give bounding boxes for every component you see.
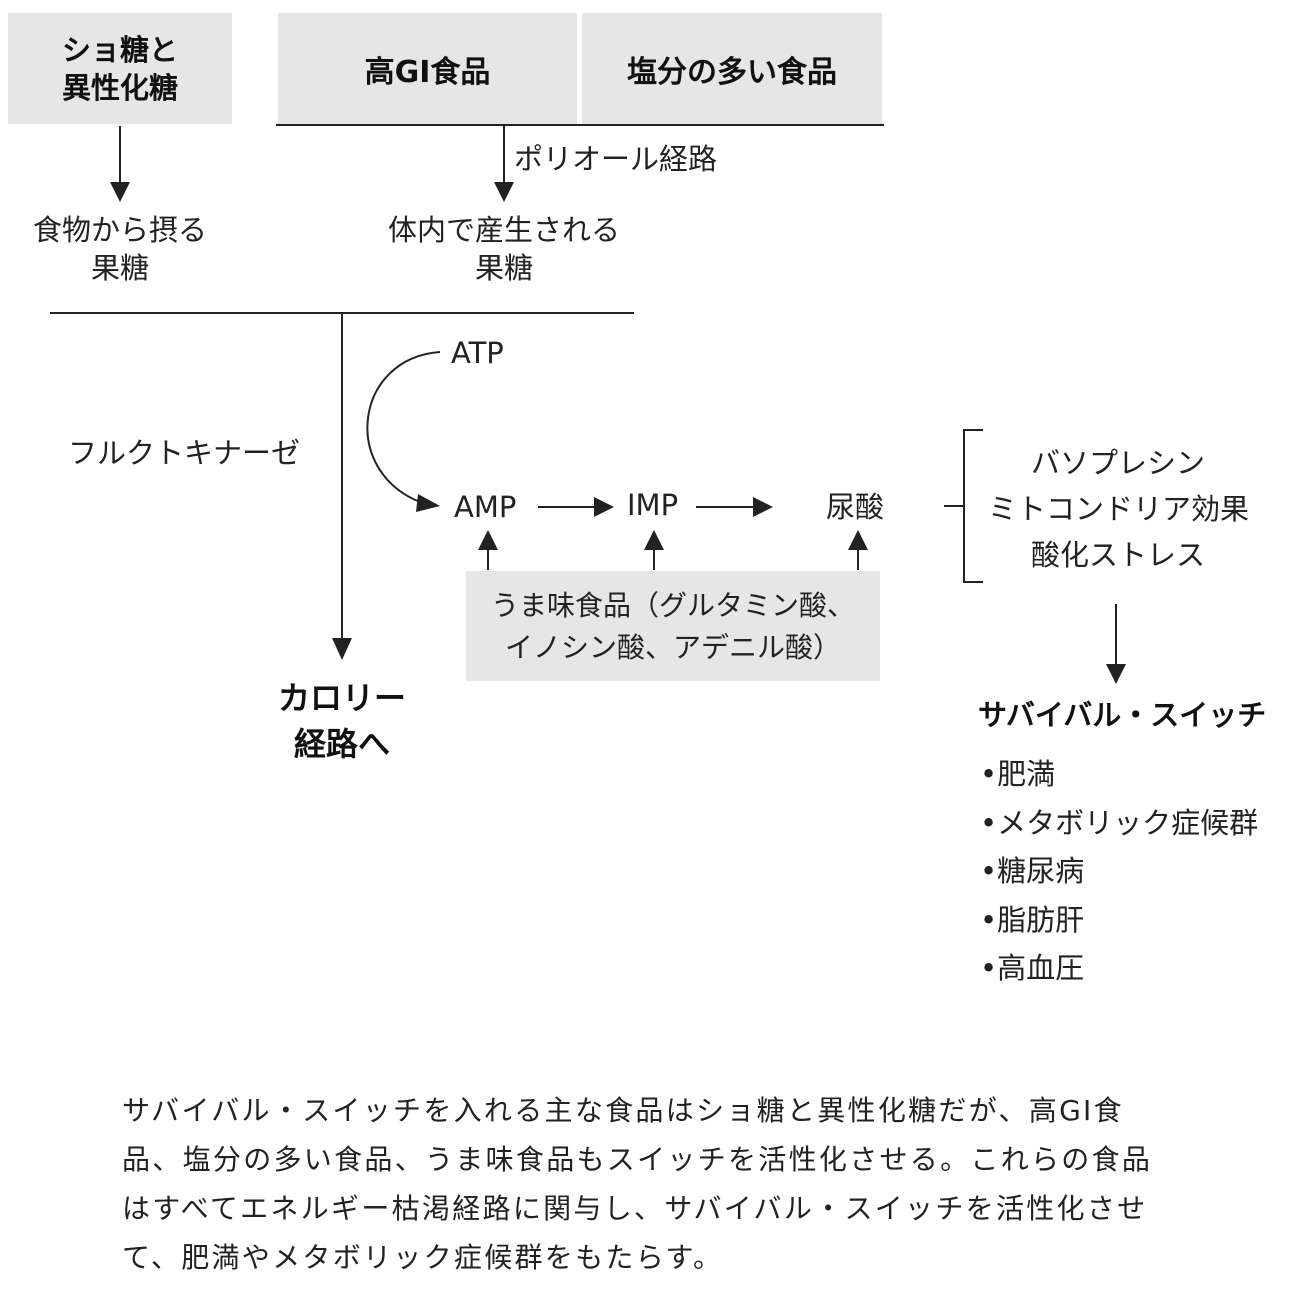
fructokinase-label: フルクトキナーゼ — [68, 436, 301, 470]
dietary-fructose-label: 食物から摂る 果糖 — [32, 213, 207, 285]
survival-item-diabetes: •糖尿病 — [980, 854, 1085, 888]
arrow-atp-to-amp — [366, 351, 441, 503]
atp-label: ATP — [451, 336, 504, 370]
survival-effects-list: •肥満 •メタボリック症候群 •糖尿病 •脂肪肝 •高血圧 — [980, 750, 1258, 993]
sucrose-hfcs-box: ショ糖と 異性化糖 — [8, 13, 232, 124]
figure-caption: サバイバル・スイッチを入れる主な食品はショ糖と異性化糖だが、高GI食品、塩分の多… — [122, 1094, 1153, 1274]
effect-mitochondria: ミトコンドリア効果 — [988, 492, 1250, 526]
survival-item-obesity: •肥満 — [980, 757, 1056, 791]
calorie-pathway-label: カロリー 経路へ — [277, 679, 406, 763]
salty-food-box: 塩分の多い食品 — [582, 13, 882, 124]
endogenous-fructose-label: 体内で産生される 果糖 — [387, 213, 620, 285]
high-gi-food-box: 高GI食品 — [278, 13, 577, 124]
survival-item-metabolic-syndrome: •メタボリック症候群 — [980, 805, 1259, 840]
uric-acid-label: 尿酸 — [826, 490, 885, 524]
survival-item-fatty-liver: •脂肪肝 — [980, 902, 1085, 937]
fructose-join-line — [50, 312, 634, 314]
imp-label: IMP — [627, 488, 679, 522]
effects-bracket — [963, 429, 983, 583]
input-join-line — [276, 124, 884, 126]
effect-oxidative-stress: 酸化ストレス — [1030, 538, 1205, 572]
effect-vasopressin: バソプレシン — [1030, 446, 1205, 480]
amp-label: AMP — [454, 490, 517, 524]
survival-item-hypertension: •高血圧 — [980, 951, 1085, 985]
survival-switch-title: サバイバル・スイッチ — [978, 698, 1267, 732]
umami-food-box — [466, 571, 880, 681]
umami-food-label: うま味食品（グルタミン酸、 イノシン酸、アデニル酸） — [490, 589, 855, 664]
polyol-pathway-label: ポリオール経路 — [514, 142, 718, 176]
